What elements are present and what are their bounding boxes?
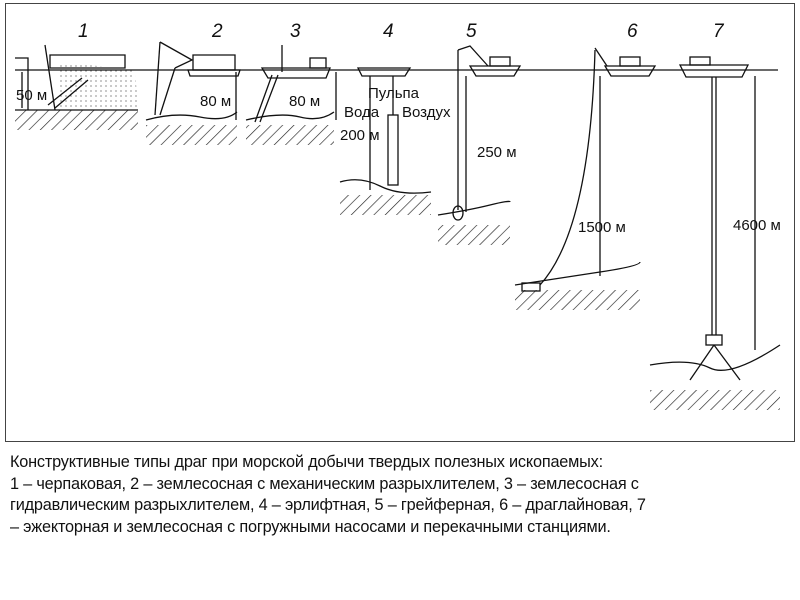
caption-line: гидравлическим разрыхлителем, 4 – эрлифт… [10, 496, 646, 514]
dredge-number-7: 7 [713, 21, 725, 42]
dredge-number-6: 6 [627, 21, 638, 42]
water-label: Вода [344, 104, 380, 121]
seabed-5 [438, 225, 510, 245]
dredge-types-diagram [5, 3, 795, 442]
depth-label-2: 80 м [200, 93, 231, 110]
dredge-number-3: 3 [290, 21, 301, 42]
caption-line: – эжекторная и землесосная с погружными … [10, 517, 611, 536]
seabed-6 [515, 290, 640, 310]
depth-label-1: 50 м [16, 87, 47, 104]
air-label: Воздух [402, 104, 451, 121]
seabed-1 [15, 110, 138, 130]
dredge-number-1: 1 [78, 21, 89, 42]
dredge-number-2: 2 [211, 21, 223, 42]
figure-caption: Конструктивные типы драг при морской доб… [10, 452, 795, 538]
seabed-2 [146, 125, 237, 145]
caption-title: Конструктивные типы драг при морской доб… [10, 453, 603, 471]
dredge-number-5: 5 [466, 21, 477, 42]
depth-label-4: 200 м [340, 127, 380, 144]
caption-line: 1 – черпаковая, 2 – землесосная с механи… [10, 474, 639, 493]
seabed-7 [650, 390, 780, 410]
dredge-number-4: 4 [383, 21, 394, 42]
depth-label-7: 4600 м [733, 217, 781, 234]
seabed-4 [340, 195, 431, 215]
depth-label-5: 250 м [477, 144, 517, 161]
depth-label-6: 1500 м [578, 219, 626, 236]
pulp-label: Пульпа [368, 85, 420, 102]
depth-label-3: 80 м [289, 93, 320, 110]
seabed-3 [246, 125, 334, 145]
diagram-drawing: 1 2 3 4 5 6 7 50 м 80 м 80 м 200 м 250 м… [15, 21, 781, 410]
